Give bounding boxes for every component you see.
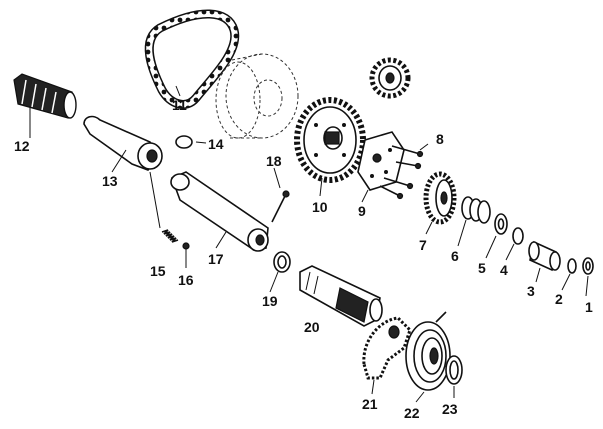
label-16: 16: [178, 272, 194, 288]
part-labels: 1 2 3 4 5 6 7 8 9 10 11 12 13 14 15 16 1…: [14, 97, 593, 421]
label-19: 19: [262, 293, 278, 309]
label-23: 23: [442, 401, 458, 417]
small-sprocket: [369, 57, 411, 99]
kick-shaft: [299, 265, 383, 327]
washer: [494, 213, 508, 235]
label-17: 17: [208, 251, 224, 267]
label-8: 8: [436, 131, 444, 147]
label-7: 7: [419, 237, 427, 253]
large-sprocket: [294, 97, 366, 183]
label-2: 2: [555, 291, 563, 307]
coil-spring: [405, 311, 451, 391]
screws: [379, 145, 424, 200]
label-14: 14: [208, 136, 224, 152]
label-11: 11: [172, 97, 187, 113]
leader-lines: [29, 85, 589, 403]
label-12: 12: [14, 138, 30, 154]
spacer-rings: [461, 196, 491, 224]
kick-lever: [83, 115, 163, 171]
gear: [423, 171, 457, 225]
label-13: 13: [102, 173, 118, 189]
label-5: 5: [478, 260, 486, 276]
label-1: 1: [585, 299, 593, 315]
drive-chain: [144, 9, 240, 109]
label-18: 18: [266, 153, 282, 169]
label-9: 9: [358, 203, 366, 219]
circlip-2: [567, 258, 577, 274]
bushing: [528, 240, 561, 272]
circlip-1: [582, 257, 594, 275]
label-10: 10: [312, 199, 328, 215]
kick-arm: [170, 171, 269, 252]
label-20: 20: [304, 319, 320, 335]
spring: [161, 229, 179, 243]
label-6: 6: [451, 248, 459, 264]
ratchet: [362, 316, 412, 380]
label-22: 22: [404, 405, 420, 421]
spring-ring: [445, 355, 463, 385]
small-ring: [175, 135, 193, 149]
clutch-drum-outline: [215, 53, 299, 139]
shaft-washer: [273, 251, 291, 273]
label-3: 3: [527, 283, 535, 299]
label-4: 4: [500, 262, 508, 278]
label-21: 21: [362, 396, 378, 412]
rubber-grip: [13, 73, 77, 119]
label-15: 15: [150, 263, 166, 279]
pin: [271, 190, 290, 223]
small-disc: [512, 227, 524, 245]
